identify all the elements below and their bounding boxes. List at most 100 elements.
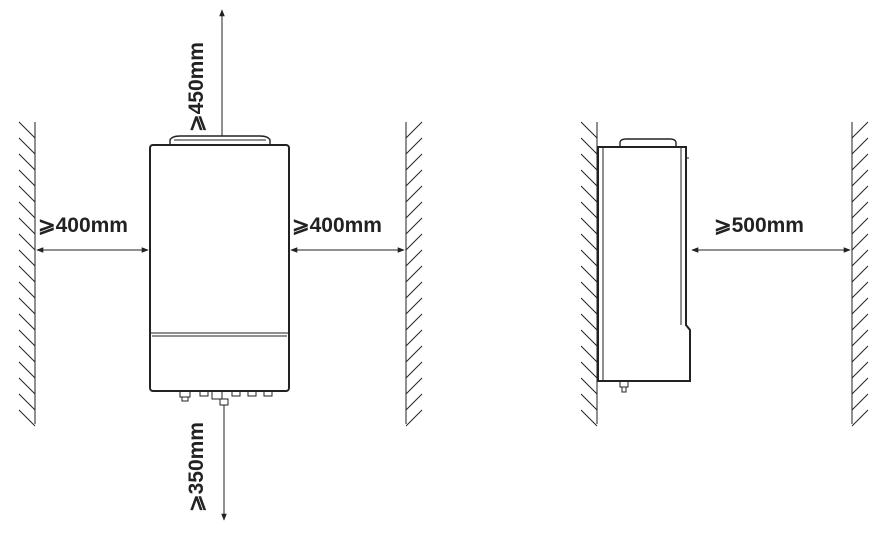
right-clearance-label: ⩾400mm bbox=[292, 214, 382, 237]
hatch-line bbox=[851, 281, 869, 299]
hatch-line bbox=[18, 377, 36, 395]
hatch-line bbox=[18, 329, 36, 347]
hatch-line bbox=[580, 313, 598, 331]
hatch-line bbox=[580, 329, 598, 347]
bottom-pipe-fittings bbox=[179, 390, 273, 406]
hatch-line bbox=[18, 281, 36, 299]
hatch-line bbox=[18, 409, 36, 427]
hatch-line bbox=[18, 313, 36, 331]
hatch-line bbox=[18, 137, 36, 155]
front-right-wall-hatching bbox=[405, 121, 423, 427]
hatch-line bbox=[580, 265, 598, 283]
hatch-line bbox=[405, 393, 423, 411]
hatch-line bbox=[18, 217, 36, 235]
hatch-line bbox=[580, 409, 598, 427]
hatch-line bbox=[405, 361, 423, 379]
hatch-line bbox=[580, 137, 598, 155]
hatch-line bbox=[405, 409, 423, 427]
hatch-line bbox=[580, 361, 598, 379]
side-clearance-label: ⩾500mm bbox=[714, 214, 804, 237]
hatch-line bbox=[580, 185, 598, 203]
bottom-clearance-dimension: ⩾350mm bbox=[185, 405, 227, 521]
hatch-line bbox=[580, 297, 598, 315]
hatch-line bbox=[405, 201, 423, 219]
side-front-wall-hatching bbox=[851, 121, 869, 427]
hatch-line bbox=[851, 393, 869, 411]
hatch-line bbox=[405, 265, 423, 283]
hatch-line bbox=[851, 265, 869, 283]
hatch-line bbox=[851, 297, 869, 315]
hatch-line bbox=[580, 249, 598, 267]
hatch-line bbox=[851, 201, 869, 219]
side-back-wall-hatching bbox=[580, 121, 598, 427]
hatch-line bbox=[580, 169, 598, 187]
side-view: ⩾500mm bbox=[580, 121, 869, 427]
hatch-line bbox=[851, 361, 869, 379]
hatch-line bbox=[405, 233, 423, 251]
hatch-line bbox=[405, 121, 423, 139]
hatch-line bbox=[851, 169, 869, 187]
hatch-line bbox=[18, 265, 36, 283]
hatch-line bbox=[405, 137, 423, 155]
hatch-line bbox=[405, 185, 423, 203]
hatch-line bbox=[851, 153, 869, 171]
hatch-line bbox=[580, 201, 598, 219]
hatch-line bbox=[18, 153, 36, 171]
hatch-line bbox=[580, 281, 598, 299]
front-view: ⩾450mm ⩾350mm ⩾400mm ⩾400mm bbox=[18, 9, 423, 521]
right-clearance-dimension: ⩾400mm bbox=[290, 214, 405, 253]
hatch-line bbox=[18, 345, 36, 363]
hatch-line bbox=[18, 233, 36, 251]
hatch-line bbox=[851, 409, 869, 427]
hatch-line bbox=[851, 249, 869, 267]
hatch-line bbox=[405, 329, 423, 347]
hatch-line bbox=[851, 329, 869, 347]
hatch-line bbox=[580, 217, 598, 235]
hatch-line bbox=[405, 297, 423, 315]
front-right-wall bbox=[405, 121, 423, 427]
hatch-line bbox=[18, 121, 36, 139]
hatch-line bbox=[405, 153, 423, 171]
hatch-line bbox=[405, 169, 423, 187]
hatch-line bbox=[18, 249, 36, 267]
side-clearance-dimension: ⩾500mm bbox=[691, 214, 851, 253]
hatch-line bbox=[580, 153, 598, 171]
hatch-line bbox=[851, 313, 869, 331]
hatch-line bbox=[18, 361, 36, 379]
left-clearance-dimension: ⩾400mm bbox=[36, 214, 149, 253]
left-clearance-label: ⩾400mm bbox=[38, 214, 128, 237]
hatch-line bbox=[580, 393, 598, 411]
boiler-side-body bbox=[597, 138, 691, 393]
hatch-line bbox=[580, 121, 598, 139]
front-left-wall bbox=[18, 121, 36, 427]
hatch-line bbox=[18, 393, 36, 411]
hatch-line bbox=[405, 377, 423, 395]
hatch-line bbox=[851, 121, 869, 139]
hatch-line bbox=[405, 345, 423, 363]
hatch-line bbox=[405, 313, 423, 331]
hatch-line bbox=[851, 377, 869, 395]
hatch-line bbox=[405, 249, 423, 267]
hatch-line bbox=[851, 217, 869, 235]
hatch-line bbox=[18, 169, 36, 187]
bottom-clearance-label: ⩾350mm bbox=[185, 422, 208, 512]
hatch-line bbox=[18, 201, 36, 219]
hatch-line bbox=[851, 137, 869, 155]
hatch-line bbox=[18, 185, 36, 203]
side-back-wall bbox=[580, 121, 598, 427]
front-left-wall-hatching bbox=[18, 121, 36, 427]
top-clearance-label: ⩾450mm bbox=[185, 42, 208, 132]
hatch-line bbox=[851, 185, 869, 203]
hatch-line bbox=[18, 297, 36, 315]
hatch-line bbox=[405, 281, 423, 299]
hatch-line bbox=[580, 233, 598, 251]
side-front-wall bbox=[851, 121, 869, 427]
hatch-line bbox=[851, 345, 869, 363]
top-clearance-dimension: ⩾450mm bbox=[185, 9, 225, 136]
boiler-front-body bbox=[149, 135, 290, 406]
hatch-line bbox=[851, 233, 869, 251]
hatch-line bbox=[405, 217, 423, 235]
hatch-line bbox=[580, 377, 598, 395]
hatch-line bbox=[580, 345, 598, 363]
